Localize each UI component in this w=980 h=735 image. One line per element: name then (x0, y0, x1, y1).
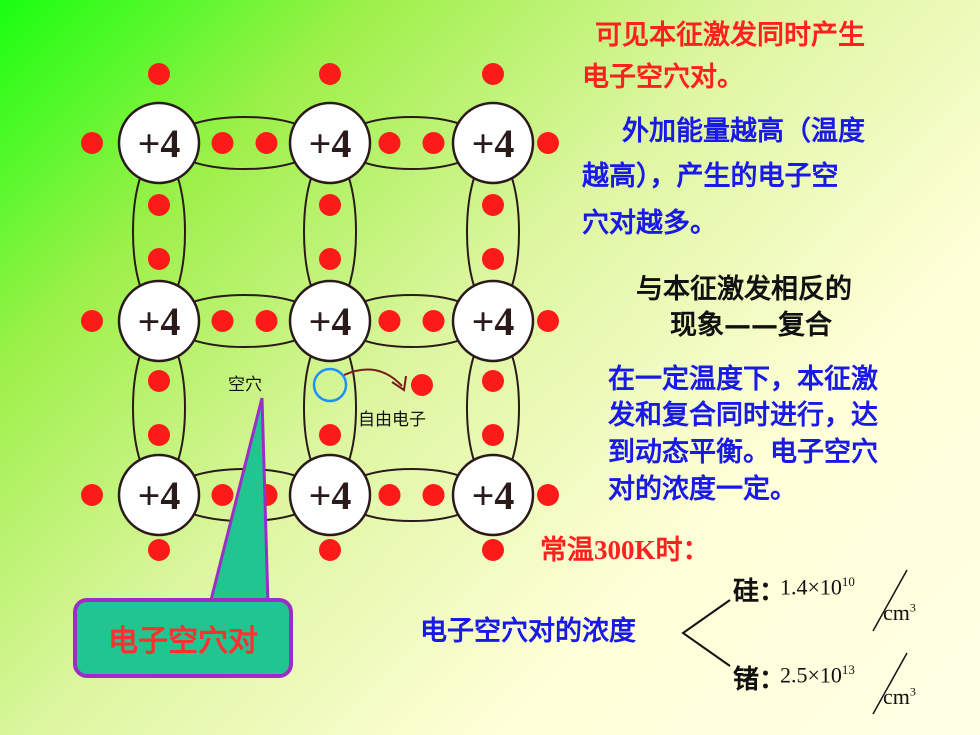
valence-electron (81, 484, 103, 506)
hole-marker (312, 367, 348, 403)
intro-line-2: 电子空穴对。 (582, 62, 744, 93)
equilibrium-line-3: 到动态平衡。电子空穴 (608, 437, 878, 468)
silicon-atom (117, 101, 201, 185)
atom-charge-label: +4 (309, 473, 352, 518)
valence-electron (319, 248, 341, 270)
valence-electron (537, 310, 559, 332)
recombination-line-2: 现象——复合 (670, 310, 832, 341)
silicon-atom (451, 453, 535, 537)
silicon-atom (451, 101, 535, 185)
equilibrium-line-4: 对的浓度一定。 (608, 474, 797, 505)
valence-electron (319, 539, 341, 561)
valence-electron (255, 310, 278, 332)
callout-label: 电子空穴对 (108, 624, 258, 659)
atom-charge-label: +4 (138, 121, 181, 166)
valence-electron (422, 484, 445, 506)
intro-line-1: 可见本征激发同时产生 (595, 20, 865, 51)
silicon-atom (451, 279, 535, 363)
germanium-unit: cm3 (883, 684, 916, 709)
valence-electron (81, 310, 103, 332)
atom-charge-label: +4 (309, 121, 352, 166)
valence-electron (482, 248, 504, 270)
valence-electron (537, 132, 559, 154)
valence-electron (211, 132, 234, 154)
valence-electron (319, 194, 341, 216)
free-electron (411, 374, 433, 396)
silicon-mantissa: 1.4×1010 (780, 574, 855, 600)
valence-electron (319, 63, 341, 85)
valence-electron (81, 132, 103, 154)
silicon-atom (288, 101, 372, 185)
energy-line-1: 外加能量越高（温度 (622, 116, 865, 147)
silicon-atom (288, 453, 372, 537)
electron-jump-arrow (343, 368, 403, 387)
atom-charge-label: +4 (472, 121, 515, 166)
energy-line-3: 穴对越多。 (582, 208, 717, 239)
valence-electron (482, 194, 504, 216)
arrow-head (391, 375, 407, 392)
atom-charge-label: +4 (472, 473, 515, 518)
valence-electron (537, 484, 559, 506)
atom-charge-label: +4 (138, 473, 181, 518)
valence-electron (148, 539, 170, 561)
valence-electron (148, 63, 170, 85)
valence-electron (211, 310, 234, 332)
atom-charge-label: +4 (309, 299, 352, 344)
germanium-mantissa: 2.5×1013 (780, 662, 855, 688)
valence-electron (482, 539, 504, 561)
valence-electron (482, 63, 504, 85)
valence-electron (319, 424, 341, 446)
energy-line-2: 越高），产生的电子空 (582, 161, 839, 192)
valence-electron (148, 424, 170, 446)
valence-electron (378, 484, 401, 506)
valence-electron (255, 132, 278, 154)
hole-label: 空穴 (228, 375, 262, 395)
silicon-label: 硅： (733, 577, 786, 607)
valence-electron (148, 248, 170, 270)
free-electron-label: 自由电子 (358, 410, 426, 430)
silicon-atom (117, 279, 201, 363)
valence-electron (482, 370, 504, 392)
germanium-label: 锗： (733, 665, 786, 695)
silicon-atom (288, 279, 372, 363)
silicon-atom (117, 453, 201, 537)
concentration-label: 电子空穴对的浓度 (420, 616, 636, 647)
recombination-line-1: 与本征激发相反的 (636, 274, 852, 305)
atom-charge-label: +4 (138, 299, 181, 344)
equilibrium-line-2: 发和复合同时进行，达 (608, 400, 878, 431)
valence-electron (422, 132, 445, 154)
valence-electron (378, 310, 401, 332)
electron-hole-pair-callout: 电子空穴对 (73, 598, 293, 678)
valence-electron (211, 484, 234, 506)
valence-electron (148, 370, 170, 392)
silicon-unit: cm3 (883, 600, 916, 625)
valence-electron (378, 132, 401, 154)
atom-charge-label: +4 (472, 299, 515, 344)
valence-electron (422, 310, 445, 332)
valence-electron (148, 194, 170, 216)
room-temperature-heading: 常温300K时： (540, 535, 710, 566)
valence-electron (482, 424, 504, 446)
equilibrium-line-1: 在一定温度下，本征激 (608, 364, 878, 395)
